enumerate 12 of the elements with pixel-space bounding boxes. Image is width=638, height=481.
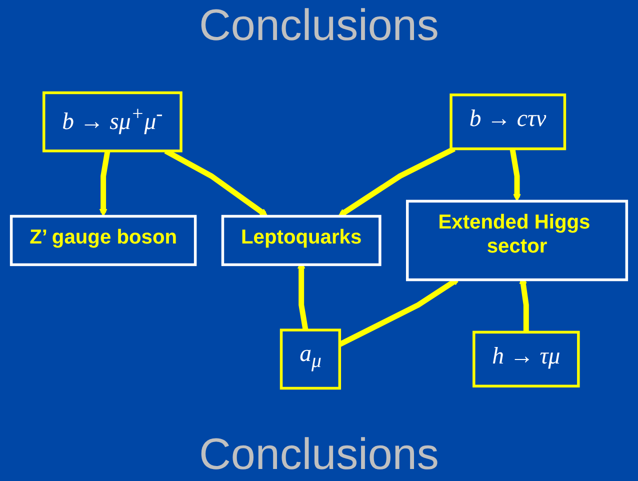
arrow: [99, 150, 110, 217]
node-box: Z’ gauge boson: [10, 214, 197, 266]
overlay-heading: Conclusions: [199, 429, 439, 481]
node-box: Leptoquarks: [221, 214, 382, 266]
overlay-heading: Conclusions: [199, 0, 439, 52]
node-box: b → sμ$^{+}$μ$^{-}$: [42, 91, 182, 152]
node-box: a$_{μ}$: [280, 328, 342, 390]
arrow: [338, 146, 456, 217]
arrow: [510, 148, 522, 202]
node-box: Extended Higgs sector: [406, 200, 628, 282]
node-box: h → τμ: [472, 330, 580, 388]
node-box: b → cτν: [450, 94, 566, 150]
